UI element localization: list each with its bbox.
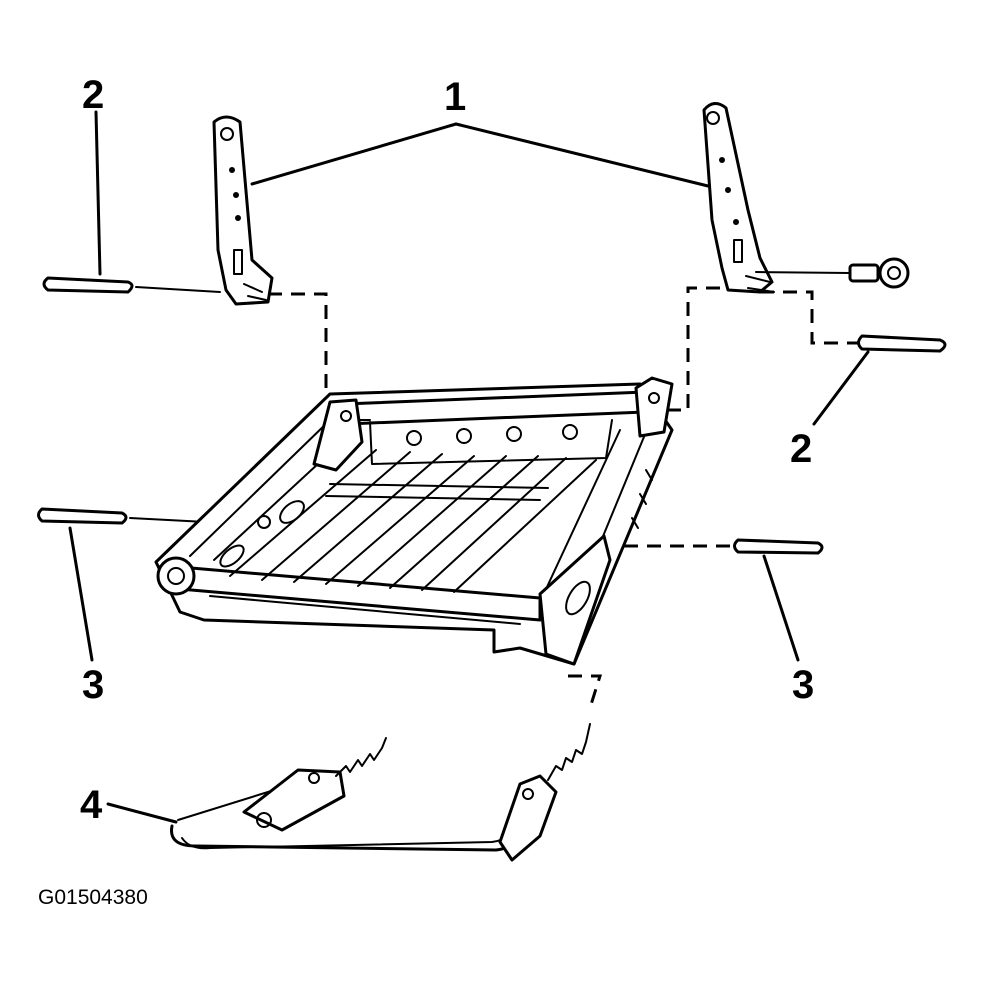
figure-id: G01504380 — [38, 886, 148, 909]
left-recliner-bracket — [212, 115, 274, 306]
mounting-bolt — [755, 257, 910, 289]
release-cable-assembly — [170, 723, 591, 862]
callout-3-right-pin: 3 — [792, 663, 814, 707]
pin-right-upper — [857, 334, 947, 353]
callout-1-recliner: 1 — [444, 75, 466, 119]
leader-lines — [68, 110, 870, 824]
callout-2-right-pin: 2 — [790, 427, 812, 471]
callout-4-cable: 4 — [80, 783, 103, 827]
seat-adjuster-frame — [154, 376, 674, 666]
right-recliner-bracket — [702, 102, 775, 294]
callout-2-left-pin: 2 — [82, 73, 104, 117]
pin-left-lower — [37, 507, 207, 525]
callout-3-left-pin: 3 — [82, 663, 104, 707]
pin-right-lower — [733, 538, 824, 555]
pin-left-upper — [42, 276, 221, 294]
